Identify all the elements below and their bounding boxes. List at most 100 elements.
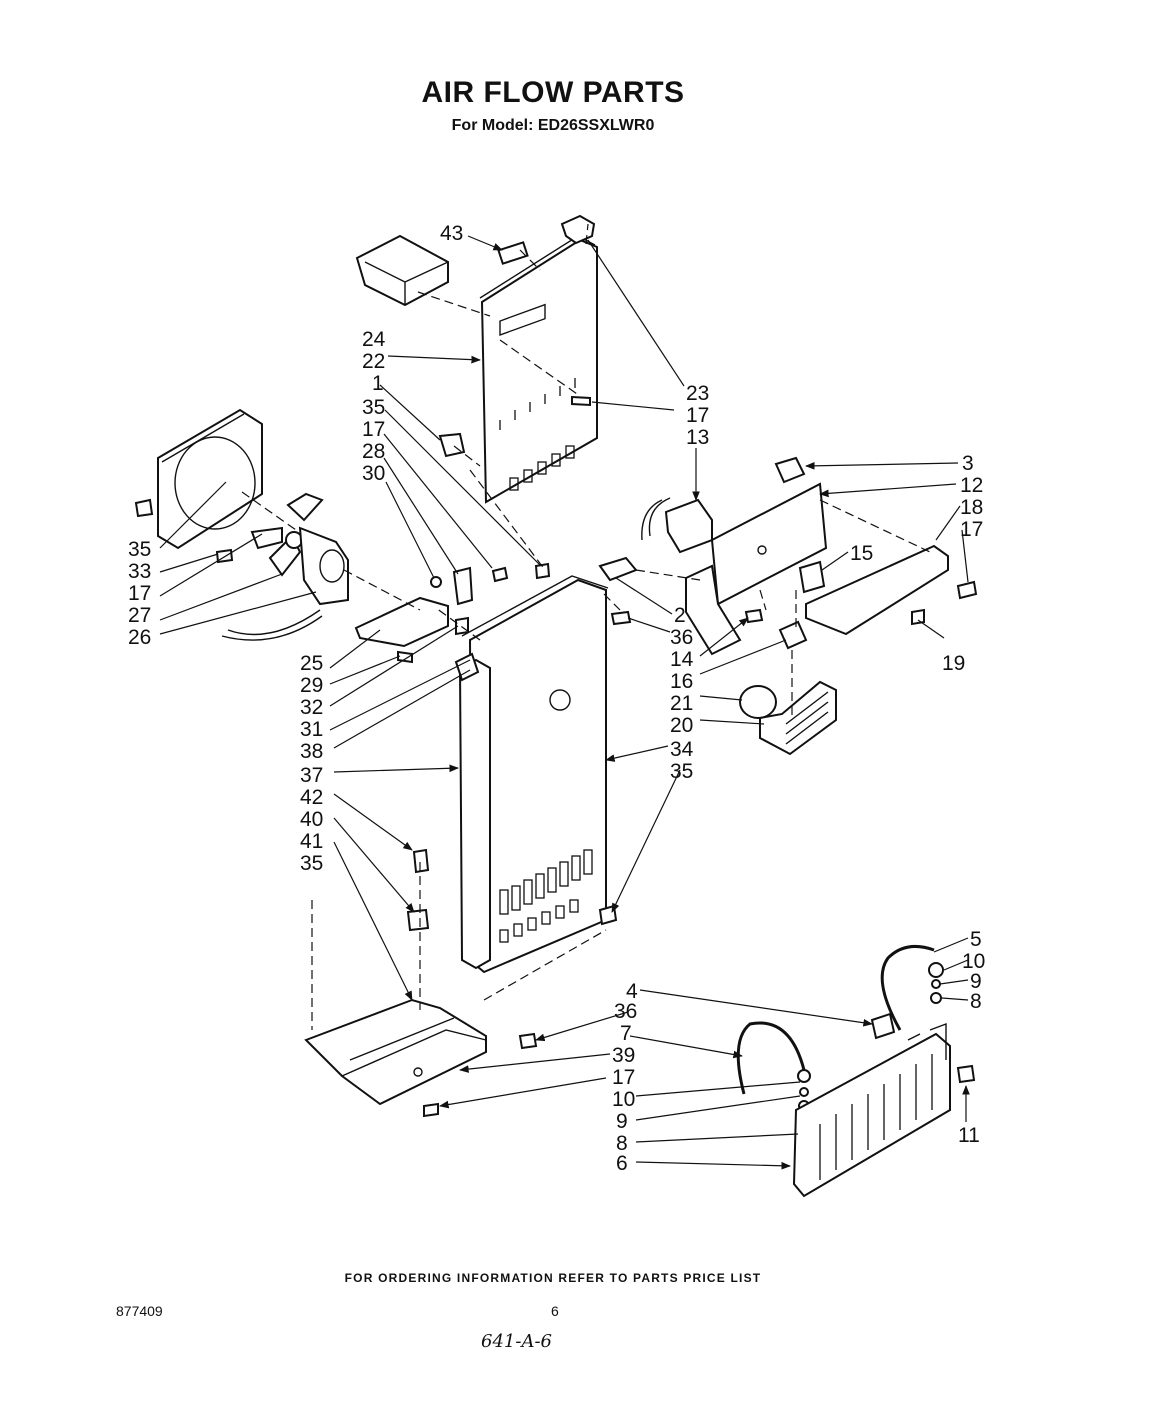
part-drain-trough	[304, 998, 487, 1106]
callout-26: 26	[128, 626, 151, 649]
callout-10: 10	[962, 950, 985, 973]
callout-39: 39	[612, 1044, 635, 1067]
callout-7: 7	[620, 1022, 632, 1045]
callout-9: 9	[970, 970, 982, 993]
callout-28: 28	[362, 440, 385, 463]
callout-6: 6	[616, 1152, 628, 1175]
callout-17-left: 17	[128, 582, 151, 605]
callout-29: 29	[300, 674, 323, 697]
callout-27: 27	[128, 604, 151, 627]
callout-41: 41	[300, 830, 323, 853]
part-screw-19	[911, 608, 925, 626]
part-screw-36-upper	[610, 610, 632, 626]
part-screw-17-upper	[571, 395, 591, 407]
callout-36-upper: 36	[670, 626, 693, 649]
part-screw-11	[956, 1064, 976, 1084]
part-grommet-40	[406, 908, 430, 932]
part-bracket-43	[497, 241, 529, 265]
part-drain-pan-6	[792, 1022, 951, 1198]
part-screw-14	[744, 608, 764, 624]
callout-5: 5	[970, 928, 982, 951]
page-number: 6	[551, 1303, 559, 1319]
callout-35-lower-left: 35	[300, 852, 323, 875]
callout-43: 43	[440, 222, 463, 245]
part-screw-35-left	[134, 498, 154, 518]
part-shelf-18	[805, 544, 949, 636]
callout-10-lower: 10	[612, 1088, 635, 1111]
page-title: AIR FLOW PARTS	[421, 76, 685, 109]
part-screw-36-trough	[518, 1032, 538, 1050]
part-light-shield	[759, 680, 837, 756]
callout-35-right: 35	[670, 760, 693, 783]
callout-21: 21	[670, 692, 693, 715]
part-connector-4	[870, 1012, 896, 1040]
part-washer-9-lower	[799, 1087, 809, 1097]
callout-31: 31	[300, 718, 323, 741]
part-switch-2	[598, 556, 638, 582]
part-washer-9	[931, 979, 941, 989]
callout-16: 16	[670, 670, 693, 693]
part-bracket-15	[798, 560, 826, 594]
callout-35-left: 35	[128, 538, 151, 561]
callout-8: 8	[970, 990, 982, 1013]
part-clip-23	[560, 214, 596, 245]
callout-33: 33	[128, 560, 151, 583]
part-drain-tube-5	[880, 944, 935, 1031]
callout-25: 25	[300, 652, 323, 675]
callout-22: 22	[362, 350, 385, 373]
callout-11: 11	[958, 1124, 980, 1147]
callout-30: 30	[362, 462, 385, 485]
callout-4: 4	[626, 980, 638, 1003]
callout-17-right: 17	[960, 518, 983, 541]
callout-32: 32	[300, 696, 323, 719]
callout-18: 18	[960, 496, 983, 519]
part-bracket-28	[452, 566, 474, 606]
part-clip-38	[454, 652, 480, 682]
part-light-bulb	[739, 685, 777, 719]
callout-17-lower: 17	[612, 1066, 635, 1089]
model-subtitle: For Model: ED26SSXLWR0	[451, 117, 655, 134]
part-screw-17-right	[956, 580, 978, 600]
part-light-socket	[778, 620, 808, 650]
part-screw-29	[397, 650, 413, 664]
part-motor-bracket	[354, 596, 449, 648]
ordering-note: FOR ORDERING INFORMATION REFER TO PARTS …	[344, 1271, 762, 1285]
part-clip-3	[774, 456, 806, 484]
callout-17: 17	[362, 418, 385, 441]
part-defrost-timer	[641, 497, 713, 554]
part-evaporator-cover-upper	[479, 235, 598, 504]
callout-1: 1	[372, 372, 384, 395]
part-screw-17-mid	[491, 566, 509, 583]
part-control-bracket	[685, 482, 828, 656]
assembly-lines	[241, 223, 931, 1030]
part-grommet-35-mid	[534, 562, 551, 580]
callout-2: 2	[674, 604, 686, 627]
part-clamp-10	[928, 962, 944, 978]
callout-36-lower: 36	[614, 1000, 637, 1023]
callout-37: 37	[300, 764, 323, 787]
part-clip-1	[438, 432, 466, 458]
part-plug-42	[412, 848, 430, 874]
callout-9-lower: 9	[616, 1110, 628, 1133]
callout-labels: 43 24 22 1 35 17 28 30 35 33 17 27 26 25…	[128, 222, 985, 1175]
callout-12: 12	[960, 474, 983, 497]
part-fitting-8	[930, 992, 942, 1004]
callout-14: 14	[670, 648, 694, 671]
callout-13: 13	[686, 426, 709, 449]
part-screw-17-trough	[423, 1102, 439, 1118]
leader-lines	[159, 235, 970, 1170]
callout-42: 42	[300, 786, 323, 809]
callout-8-lower: 8	[616, 1132, 628, 1155]
callout-20: 20	[670, 714, 693, 737]
part-clamp-10-lower	[797, 1069, 811, 1083]
callout-19: 19	[942, 652, 965, 675]
handwritten-note: 641-A-6	[481, 1331, 552, 1352]
callout-35: 35	[362, 396, 385, 419]
document-number: 877409	[116, 1303, 163, 1319]
part-grommet-30	[430, 576, 442, 588]
part-fan-blade	[250, 492, 324, 577]
part-side-channel	[458, 658, 491, 970]
callout-3: 3	[962, 452, 974, 475]
callout-34: 34	[670, 738, 694, 761]
callout-38: 38	[300, 740, 323, 763]
